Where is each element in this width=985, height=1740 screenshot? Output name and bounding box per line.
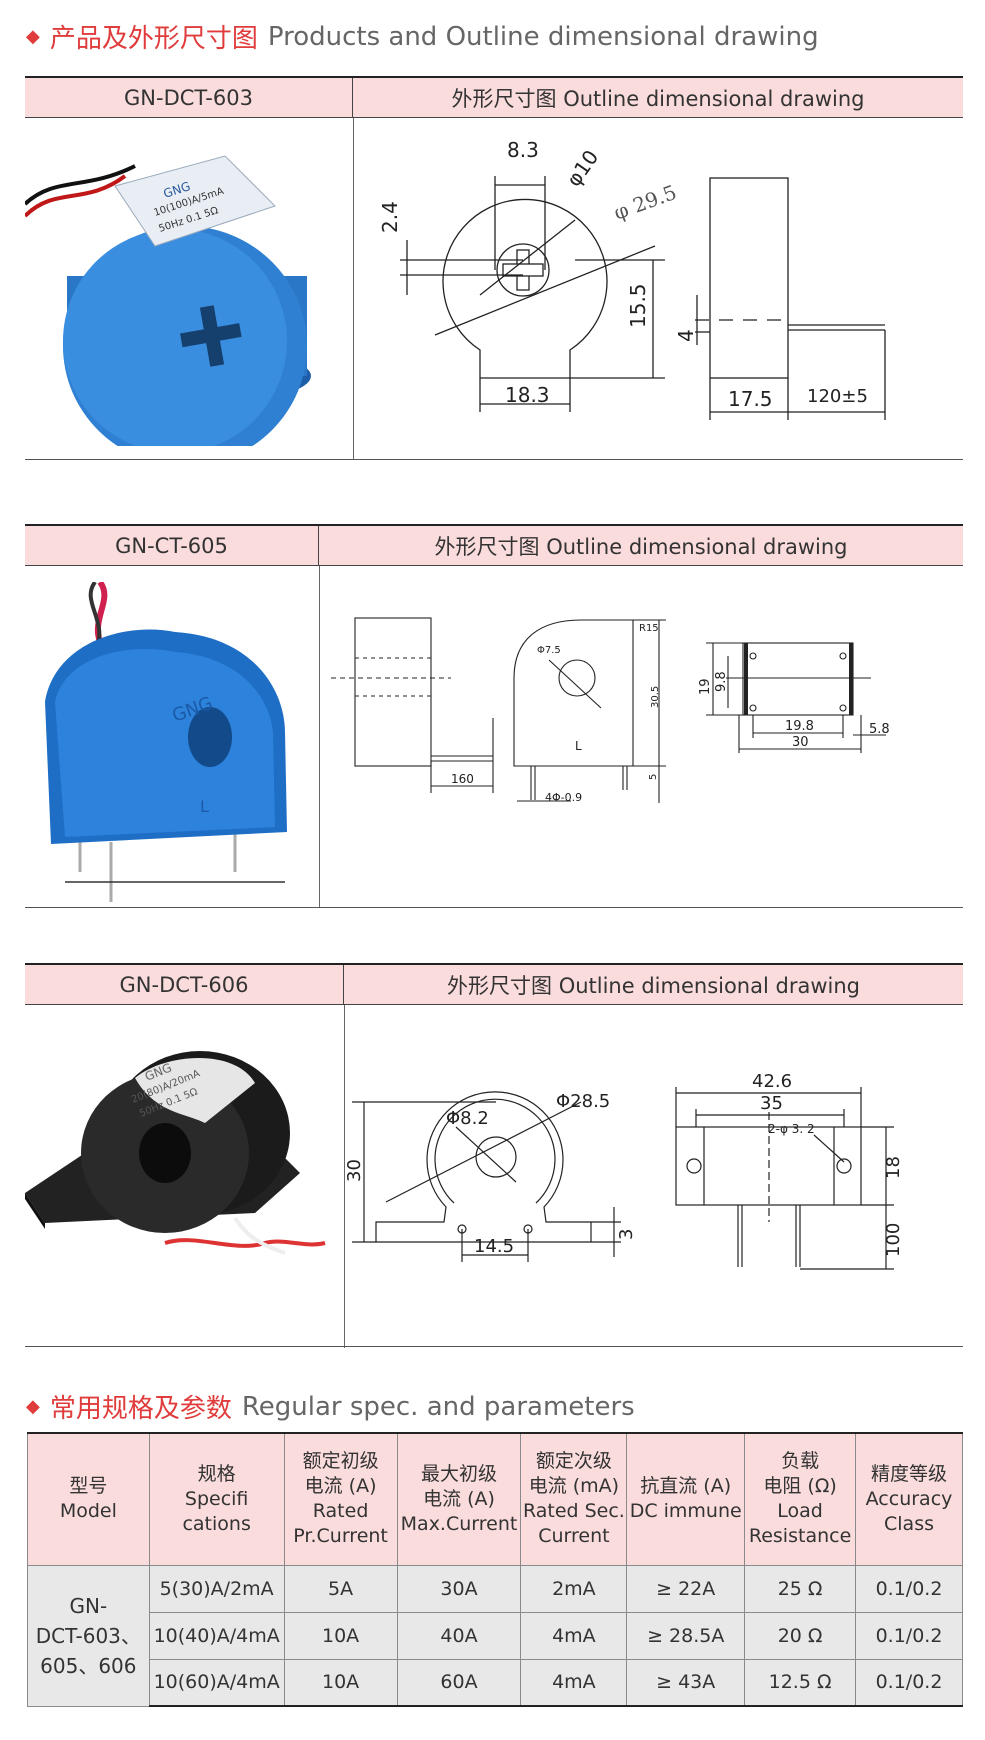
dim-label: L [575, 739, 582, 753]
dim-label: 30.5 [650, 686, 661, 708]
dim-label: φ 29.5 [611, 180, 680, 225]
table-cell: 0.1/0.2 [855, 1564, 963, 1613]
dim-label: Φ7.5 [537, 645, 561, 656]
drawing-header: 外形尺寸图 Outline dimensional drawing [434, 534, 848, 559]
outline-drawing-dct606: Φ28.5 Φ8.2 30 14.5 3 42.6 35 2-φ 3. 2 18… [346, 1071, 904, 1270]
drawing-header: 外形尺寸图 Outline dimensional drawing [451, 86, 865, 111]
dim-label: 30 [346, 1159, 365, 1182]
dim-label: 18 [883, 1156, 904, 1179]
bottom-rule [25, 459, 963, 460]
column-divider [319, 566, 320, 908]
product-block-dct603: GN-DCT-603 外形尺寸图 Outline dimensional dra… [25, 76, 963, 462]
outline-drawing-dct603: 8.3 φ10 φ 29.5 2.4 15.5 18.3 4 17.5 120±… [378, 138, 886, 420]
dim-label: 4 [674, 329, 698, 342]
product-header: GN-DCT-606 外形尺寸图 Outline dimensional dra… [25, 963, 963, 1005]
outline-drawing-ct605: 160 Φ7.5 R15 30.5 L 5 4Φ-0.9 19 9.8 19.8… [331, 617, 890, 804]
table-cell: 10(60)A/4mA [148, 1658, 285, 1707]
column-divider [344, 1005, 345, 1348]
dim-label: 42.6 [752, 1071, 792, 1092]
model-name: GN-DCT-603 [25, 78, 353, 117]
table-cell: 20 Ω [744, 1611, 857, 1660]
header-max-current: 最大初级电流 (A)Max.Current [396, 1432, 522, 1566]
product-block-ct605: GN-CT-605 外形尺寸图 Outline dimensional draw… [25, 524, 963, 909]
table-cell: 5A [283, 1564, 398, 1613]
dim-label: 2-φ 3. 2 [768, 1122, 815, 1136]
table-row: 10(40)A/4mA 10A 40A 4mA ≥ 28.5A 20 Ω 0.1… [28, 1611, 963, 1660]
dim-label: 8.3 [507, 138, 539, 162]
section-title-cn: 产品及外形尺寸图 [49, 24, 258, 54]
table-cell: 10A [283, 1611, 398, 1660]
dim-label: 17.5 [728, 387, 773, 411]
dim-label: 15.5 [626, 283, 650, 328]
product-photo-dct603: GNG 10(100)A/5mA 50Hz 0.1 5Ω [25, 155, 311, 446]
table-cell: 4mA [520, 1611, 628, 1660]
table-cell: 60A [396, 1658, 522, 1707]
table-cell: 40A [396, 1611, 522, 1660]
diamond-icon: ◆ [26, 1396, 40, 1417]
table-cell: 5(30)A/2mA [148, 1564, 285, 1613]
table-cell: 12.5 Ω [744, 1658, 857, 1707]
section-title-products: ◆ 产品及外形尺寸图 Products and Outline dimensio… [26, 18, 819, 55]
table-cell: 30A [396, 1564, 522, 1613]
section-title-cn: 常用规格及参数 [49, 1394, 232, 1424]
dim-label: 9.8 [714, 671, 729, 692]
dim-label: 30 [792, 735, 809, 750]
table-cell: 0.1/0.2 [855, 1611, 963, 1660]
diamond-icon: ◆ [26, 26, 40, 47]
table-cell: 10A [283, 1658, 398, 1707]
table-cell: ≥ 43A [626, 1658, 746, 1707]
table-cell: 0.1/0.2 [855, 1658, 963, 1707]
bottom-rule [25, 1346, 963, 1347]
dim-label: 19.8 [785, 719, 814, 734]
dim-label: 35 [760, 1093, 783, 1114]
product-block-dct606: GN-DCT-606 外形尺寸图 Outline dimensional dra… [25, 963, 963, 1348]
table-row: GN-DCT-603、605、606 5(30)A/2mA 5A 30A 2mA… [27, 1564, 963, 1707]
dim-label: 100 [883, 1223, 904, 1257]
dim-label: 120±5 [807, 386, 868, 407]
dim-label: 3 [616, 1229, 637, 1240]
drawing-header: 外形尺寸图 Outline dimensional drawing [447, 973, 860, 998]
product-photo-ct605: GNG L [45, 582, 287, 902]
header-rated-secondary-current: 额定次级电流 (mA)Rated Sec.Current [520, 1432, 628, 1566]
column-divider [353, 118, 354, 459]
table-cell: 4mA [520, 1658, 628, 1707]
model-name: GN-CT-605 [25, 526, 319, 565]
table-cell: ≥ 22A [626, 1564, 746, 1613]
section-title-spec: ◆ 常用规格及参数 Regular spec. and parameters [26, 1388, 635, 1425]
dim-label: 5 [648, 774, 659, 780]
table-cell: 10(40)A/4mA [148, 1611, 285, 1660]
dim-label: 2.4 [378, 201, 402, 233]
table-row: 10(60)A/4mA 10A 60A 4mA ≥ 43A 12.5 Ω 0.1… [28, 1658, 963, 1707]
dim-label: Φ28.5 [556, 1091, 610, 1112]
photo-label-line: L [200, 797, 209, 816]
section-title-en: Regular spec. and parameters [241, 1391, 635, 1422]
dim-label: Φ8.2 [446, 1108, 489, 1129]
table-cell: 2mA [520, 1564, 628, 1613]
table-cell: ≥ 28.5A [626, 1611, 746, 1660]
header-dc-immune: 抗直流 (A)DC immune [626, 1432, 746, 1566]
section-title-en: Products and Outline dimensional drawing [267, 21, 819, 52]
product-header: GN-CT-605 外形尺寸图 Outline dimensional draw… [25, 524, 963, 566]
bottom-rule [25, 907, 963, 908]
dim-label: 19 [698, 678, 713, 695]
product-photo-dct606: GNG 20(80)A/20mA 50Hz 0.1 5Ω [25, 1051, 326, 1255]
model-cell: GN-DCT-603、605、606 [27, 1564, 150, 1707]
dim-label: 14.5 [474, 1236, 514, 1257]
dim-label: 5.8 [869, 722, 890, 737]
product-header: GN-DCT-603 外形尺寸图 Outline dimensional dra… [25, 76, 963, 118]
model-name: GN-DCT-606 [25, 965, 344, 1004]
table-cell: 25 Ω [744, 1564, 857, 1613]
dim-label: 18.3 [505, 383, 550, 407]
dim-label: φ10 [561, 145, 603, 190]
dim-label: 160 [451, 772, 474, 786]
dim-label: 4Φ-0.9 [545, 791, 582, 804]
dim-label: R15 [639, 623, 659, 634]
